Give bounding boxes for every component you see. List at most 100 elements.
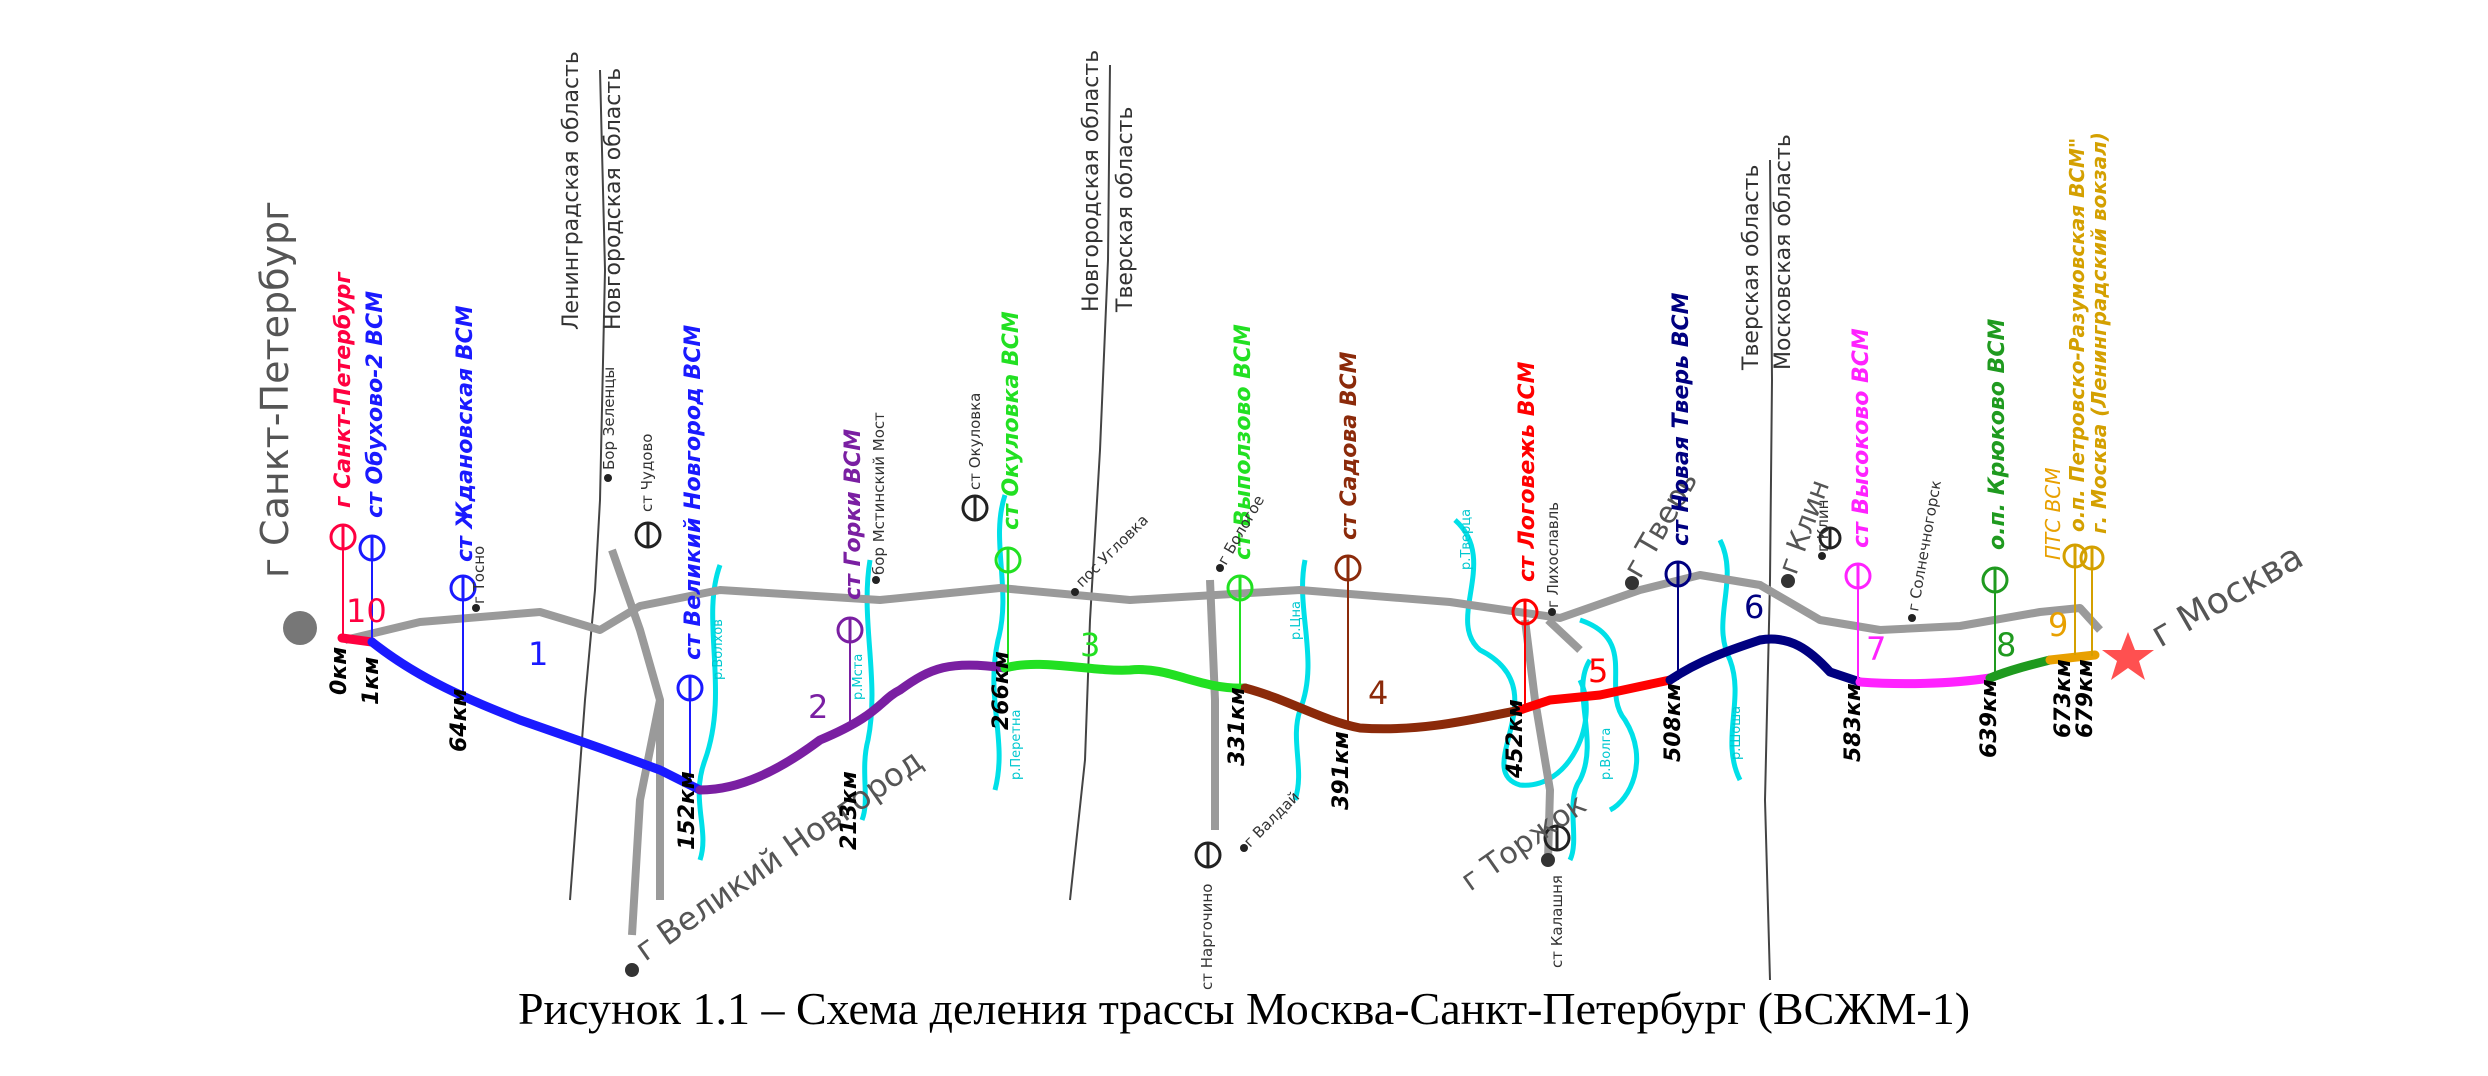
route-section-7 — [1855, 673, 1995, 689]
km-mark: 266км — [989, 651, 1014, 730]
station-marker — [676, 674, 704, 702]
city-label-moscow: г Москва — [2144, 536, 2310, 656]
km-mark: 639км — [1977, 679, 2002, 758]
figure-caption: Рисунок 1.1 – Схема деления трассы Москв… — [517, 983, 1971, 1034]
tver-city-dot — [1625, 576, 1639, 590]
river-label: р.Перетна — [1009, 710, 1024, 780]
station-marker-existing — [1818, 526, 1842, 550]
border-label-right: Тверская область — [1113, 107, 1138, 313]
river-msta — [859, 559, 875, 821]
station-marker — [449, 574, 477, 602]
route-section-10 — [337, 633, 377, 647]
route-section-8 — [1985, 655, 2055, 683]
station-marker-existing — [961, 494, 989, 522]
km-mark: 583км — [1841, 683, 1866, 762]
river-volkhov — [696, 564, 723, 861]
place-label: ст Наргочино — [1198, 884, 1216, 990]
station-label: ст Высоково ВСМ — [1849, 328, 1874, 548]
station-marker — [358, 534, 386, 562]
klin-city-dot — [1781, 574, 1795, 588]
border-line-2 — [1069, 64, 1111, 901]
route-section-9 — [2045, 650, 2100, 665]
river-label: р.Волга — [1599, 728, 1614, 780]
section-number: 10 — [346, 592, 387, 630]
km-mark: 1км — [359, 657, 384, 705]
station-marker-existing — [1543, 824, 1571, 852]
existing-railway-main — [344, 571, 2103, 644]
km-mark: 673км — [2051, 659, 2076, 738]
station-marker — [1511, 598, 1539, 626]
station-label: ст Новая Тверь ВСМ — [1669, 292, 1694, 546]
station-label: ст Великий Новгород ВСМ — [681, 325, 706, 660]
section-number: 7 — [1866, 630, 1886, 668]
section-number: 6 — [1744, 588, 1764, 626]
section-number: 3 — [1080, 626, 1100, 664]
place-label: ст Окуловка — [966, 393, 984, 490]
station-marker — [1844, 562, 1872, 590]
railway-branch-torzhok — [1521, 619, 1554, 861]
section-number: 5 — [1588, 652, 1608, 690]
railway-branch-novgorod — [628, 699, 664, 936]
section-number: 9 — [2048, 606, 2068, 644]
place-label: ст Калашня — [1548, 875, 1566, 968]
labels: г Санкт-Петербург г Москва г Великий Нов… — [253, 50, 2310, 990]
station-markers — [329, 494, 2105, 869]
place-label: г Валдай — [1240, 788, 1303, 851]
border-line-3 — [1763, 159, 1774, 981]
small-place-dots — [472, 474, 1916, 852]
novgorod-city-dot — [625, 963, 639, 977]
km-mark: 508км — [1661, 683, 1686, 762]
border-line-1 — [569, 69, 607, 901]
place-label: бор Мстинский Мост — [870, 412, 888, 575]
station-marker — [1334, 554, 1362, 582]
station-marker — [2062, 543, 2088, 569]
station-marker — [836, 616, 864, 644]
river-label: р.Волхов — [711, 619, 726, 680]
border-label-right: Московская область — [1771, 134, 1796, 370]
border-label-left: Тверская область — [1739, 165, 1764, 371]
border-label-left: Новгородская область — [1079, 50, 1104, 312]
river-label: р.Цна — [1289, 601, 1304, 640]
river-label: р.Шоша — [1729, 706, 1744, 760]
place-label: г Тосно — [470, 546, 488, 604]
route-section-5 — [1515, 675, 1675, 715]
section-number: 1 — [528, 635, 548, 673]
place-label: пос Угловка — [1072, 511, 1152, 591]
route-section-6 — [1665, 634, 1865, 687]
border-label-left: Ленинградская область — [559, 51, 584, 330]
station-label: г Санкт-Петербург — [331, 271, 356, 508]
station-label: ПТС ВСМ — [2041, 467, 2065, 560]
river-tsna — [1292, 559, 1311, 801]
station-label: ст Обухово-2 ВСМ — [363, 291, 388, 518]
torzhok-city-dot — [1541, 853, 1555, 867]
existing-railway — [344, 548, 2103, 936]
route-section-2 — [695, 660, 1010, 795]
section-number: 2 — [808, 688, 828, 726]
station-marker — [1226, 574, 1254, 602]
station-marker-existing — [634, 521, 662, 549]
km-mark: 64км — [447, 688, 472, 752]
border-label-right: Новгородская область — [601, 68, 626, 330]
place-label: г Солнечногорск — [1904, 479, 1945, 613]
station-marker — [1664, 560, 1692, 588]
station-marker — [994, 546, 1022, 574]
place-label: г Лихославль — [1544, 502, 1562, 608]
spb-city-dot — [283, 611, 317, 645]
station-label: ст Логовежь ВСМ — [1515, 361, 1540, 582]
km-mark: 0км — [327, 647, 352, 695]
station-marker — [2079, 545, 2105, 571]
station-label: ст Выползово ВСМ — [1231, 324, 1256, 560]
section-number: 4 — [1368, 674, 1388, 712]
station-label: о.п. Крюково ВСМ — [1985, 319, 2010, 550]
km-mark: 331км — [1225, 687, 1250, 766]
station-label: о.п. Петровско-Разумовская ВСМ" — [2065, 138, 2089, 532]
km-mark: 452км — [1503, 699, 1528, 779]
station-label: г. Москва (Ленинградский вокзал) — [2087, 132, 2111, 534]
section-number: 8 — [1996, 626, 2016, 664]
railway-branch-tosno — [608, 548, 664, 900]
river-label: р.Тверца — [1459, 509, 1474, 570]
station-label: ст Окуловка ВСМ — [999, 311, 1024, 530]
railway-branch-bologoe — [1206, 579, 1219, 830]
km-mark: 152км — [675, 771, 700, 850]
